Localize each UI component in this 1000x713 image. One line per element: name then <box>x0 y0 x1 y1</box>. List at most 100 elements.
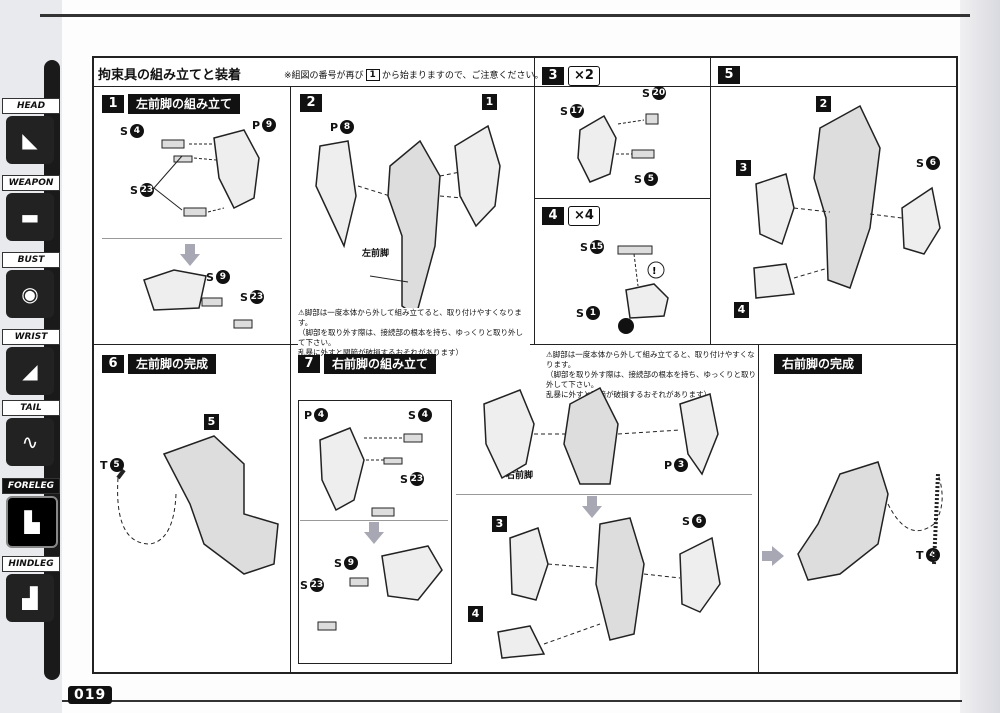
tab-hindleg[interactable]: HINDLEG ▟ <box>2 556 60 630</box>
page-number: 019 <box>68 686 113 704</box>
tab-label: HEAD <box>2 98 60 114</box>
step-4-illustration: ! <box>617 245 669 334</box>
left-foreleg-caption: 左前脚 <box>362 249 390 259</box>
step-7-main-illustration <box>483 386 719 485</box>
step-number: 5 <box>718 66 740 84</box>
grid-line <box>710 58 711 344</box>
multiplier: ×2 <box>568 66 600 86</box>
step-7-final-illustration <box>497 517 721 659</box>
grid-line <box>534 198 710 199</box>
section-note-suffix: から始まりますので、ご注意ください。 <box>381 71 544 81</box>
tab-label: BUST <box>2 252 60 268</box>
down-arrow-icon <box>582 496 602 518</box>
assembly-tag-2: 2 <box>816 96 831 112</box>
step-1-header: 1 左前脚の組み立て <box>102 94 241 114</box>
section-note: ※組図の番号が再び 1 から始まりますので、ご注意ください。 <box>284 68 543 81</box>
assembly-tag-4b: 4 <box>468 606 483 622</box>
sub-assembly-box <box>298 400 452 664</box>
step-2-warning: ⚠脚部は一度本体から外して組み立てると、取り付けやすくなります。 （脚部を取り外… <box>298 308 530 358</box>
step-7-sub-illustration <box>317 427 443 631</box>
svg-text:!: ! <box>652 266 657 277</box>
tab-wrist[interactable]: WRIST ◢ <box>2 329 60 403</box>
step-number: 2 <box>300 94 322 112</box>
step-7-header: 7 右前脚の組み立て <box>298 354 437 374</box>
step-2-header: 2 <box>300 94 322 112</box>
step-6-header: 6 左前脚の完成 <box>102 354 217 374</box>
step-title: 右前脚の完成 <box>774 354 863 374</box>
right-arrow-icon <box>762 546 784 566</box>
grid-line <box>758 344 759 672</box>
step-number: 7 <box>298 355 320 373</box>
head-icon: ◣ <box>6 116 54 164</box>
section-note-number: 1 <box>365 68 380 81</box>
assembly-tag-4: 4 <box>734 302 749 318</box>
multiplier: ×4 <box>568 206 600 226</box>
tab-head[interactable]: HEAD ◣ <box>2 98 60 172</box>
bust-icon: ◉ <box>6 270 54 318</box>
grid-line <box>290 344 291 672</box>
down-arrow-icon <box>180 244 200 266</box>
step-5-header: 5 <box>718 66 740 84</box>
step-number: 6 <box>102 355 124 373</box>
bottom-frame-line <box>62 690 962 702</box>
tab-label: WRIST <box>2 329 60 345</box>
down-arrow-icon <box>364 522 384 544</box>
step-1-illustration <box>143 129 260 329</box>
weapon-icon: ▬ <box>6 193 54 241</box>
tab-label: WEAPON <box>2 175 60 191</box>
grid-line <box>534 58 535 344</box>
step-4-header: 4 ×4 <box>542 206 600 226</box>
tail-icon: ∿ <box>6 418 54 466</box>
step-title: 右前脚の組み立て <box>324 354 437 374</box>
step-7-warning: ⚠脚部は一度本体から外して組み立てると、取り付けやすくなります。 （脚部を取り外… <box>546 350 756 400</box>
assembly-tag: 1 <box>482 94 497 110</box>
step-number: 1 <box>102 95 124 113</box>
wrist-icon: ◢ <box>6 347 54 395</box>
assembly-tag-5: 5 <box>204 414 219 430</box>
step-title: 左前脚の組み立て <box>128 94 241 114</box>
step-3-header: 3 ×2 <box>542 66 600 86</box>
section-header: 拘束具の組み立てと装着 <box>98 64 241 83</box>
tab-tail[interactable]: TAIL ∿ <box>2 400 60 474</box>
hindleg-icon: ▟ <box>6 574 54 622</box>
top-frame-line <box>40 14 970 29</box>
tab-foreleg[interactable]: FORELEG ▙ <box>2 478 60 552</box>
step-8-header: 右前脚の完成 <box>774 354 863 374</box>
divider <box>300 520 448 521</box>
step-8-illustration <box>797 461 943 581</box>
step-number: 4 <box>542 207 564 225</box>
tab-label: HINDLEG <box>2 556 60 572</box>
step-2-illustration <box>315 124 501 318</box>
tab-label: FORELEG <box>2 478 60 494</box>
tab-weapon[interactable]: WEAPON ▬ <box>2 175 60 249</box>
grid-line <box>290 86 291 344</box>
section-title: 拘束具の組み立てと装着 <box>98 68 242 83</box>
grid-line <box>94 86 956 87</box>
divider <box>102 238 282 239</box>
step-6-illustration <box>116 435 279 575</box>
tab-label: TAIL <box>2 400 60 416</box>
divider <box>456 494 752 495</box>
instruction-frame: 拘束具の組み立てと装着 ※組図の番号が再び 1 から始まりますので、ご注意くださ… <box>92 56 958 674</box>
tab-bust[interactable]: BUST ◉ <box>2 252 60 326</box>
step-3-illustration <box>577 113 659 183</box>
right-foreleg-caption: 右前脚 <box>506 471 534 481</box>
step-title: 左前脚の完成 <box>128 354 217 374</box>
